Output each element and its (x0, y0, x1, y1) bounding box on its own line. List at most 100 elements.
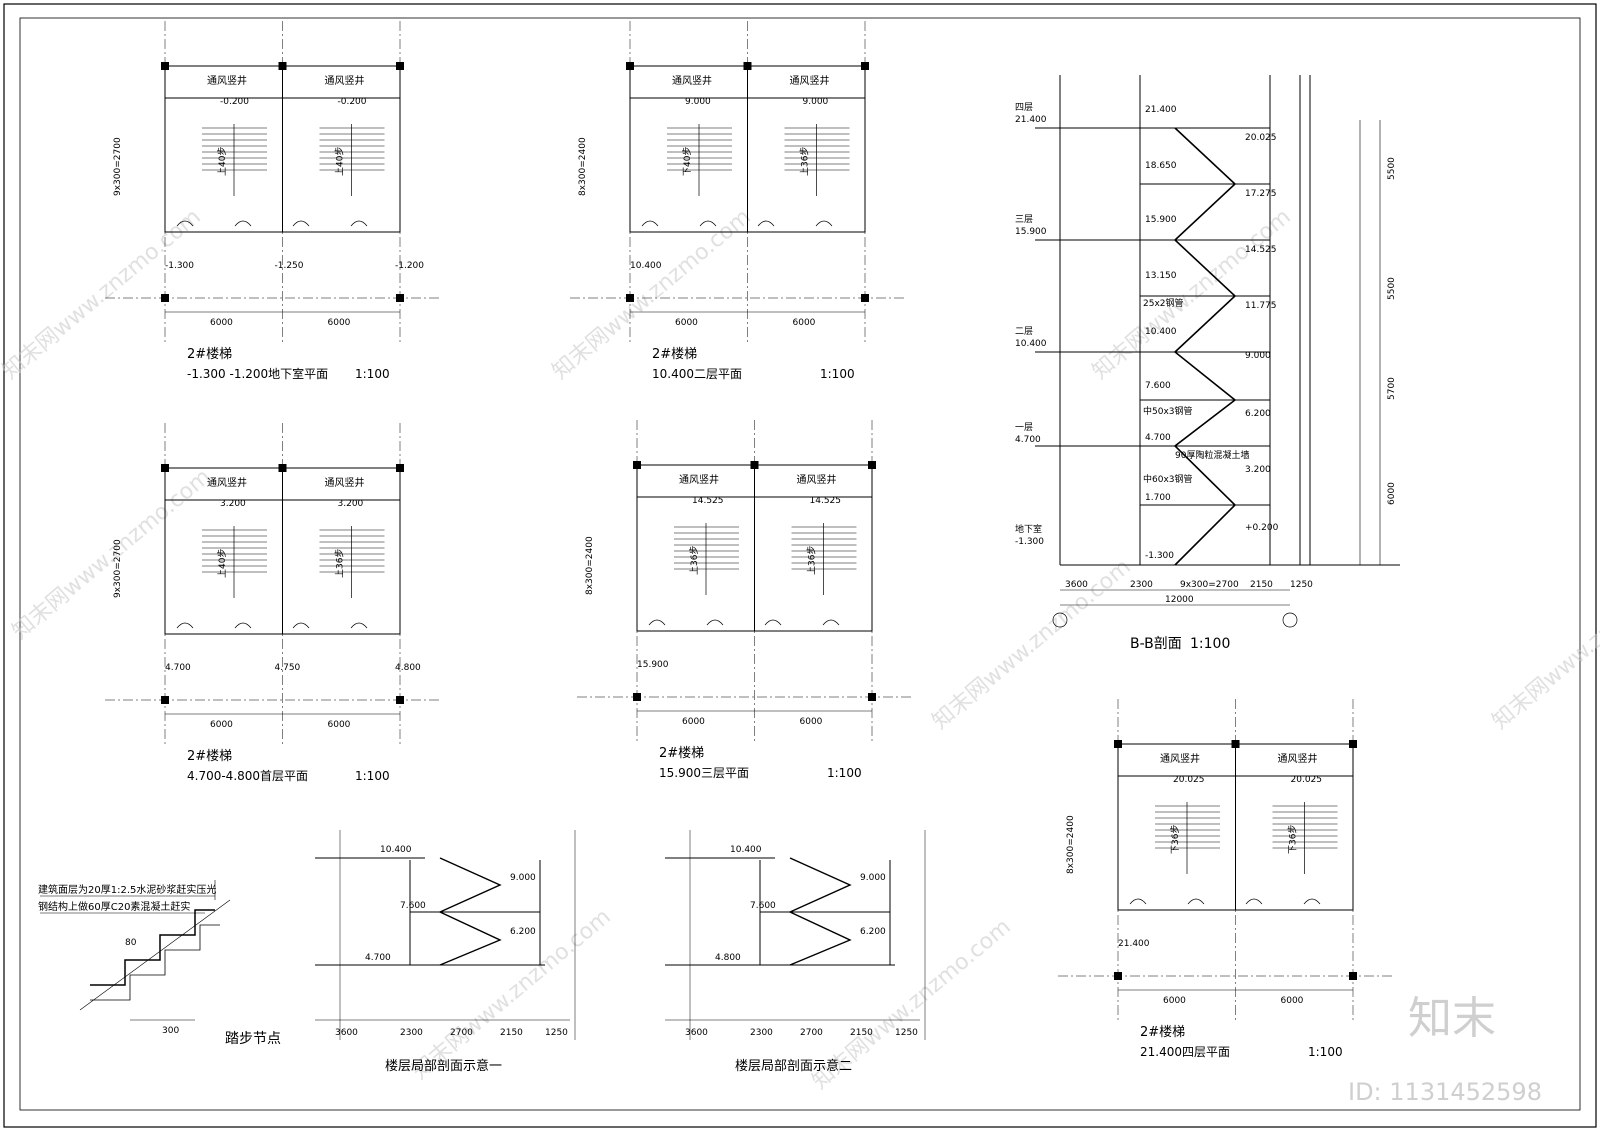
step-note-2: 钢结构上做60厚C20素混凝土赶实 (38, 900, 190, 913)
detail-dimension: 3600 (335, 1028, 358, 1038)
watermark-text: 知末网www.znzmo.com (8, 464, 216, 644)
landing-level-right: 14.525 (810, 496, 842, 506)
section-level: -1.300 (1145, 551, 1174, 561)
landing-level: 20.025 (1245, 133, 1277, 143)
tread-dimension: 9x300=2700 (113, 539, 123, 598)
floor-name: 一层 (1015, 422, 1033, 433)
detail-level: 6.200 (510, 927, 536, 937)
step-note-left: 上36步 (689, 546, 700, 575)
shaft-label-left: 通风竖井 (672, 74, 712, 87)
bay-dimension-right: 6000 (328, 720, 351, 730)
detail-level: 9.000 (860, 873, 886, 883)
plan-title: 2#楼梯 (1140, 1025, 1185, 1040)
detail-dimension: 2700 (800, 1028, 823, 1038)
shaft-label-left: 通风竖井 (207, 74, 247, 87)
floor-level: 15.900 (1015, 227, 1047, 237)
shaft-label-left: 通风竖井 (1160, 752, 1200, 765)
floor-level-left: 15.900 (637, 660, 669, 670)
floor-level: 4.700 (1015, 435, 1041, 445)
detail-level: 10.400 (730, 845, 762, 855)
section-level: 7.600 (1145, 381, 1171, 391)
landing-level-left: 3.200 (220, 499, 246, 509)
tread-dimension: 8x300=2400 (585, 536, 595, 595)
floor-level-right: 4.800 (395, 663, 421, 673)
landing-level: 14.525 (1245, 245, 1277, 255)
landing-level: 6.200 (1245, 409, 1271, 419)
bay-dimension-left: 6000 (1163, 996, 1186, 1006)
floor-name: 二层 (1015, 326, 1033, 337)
bay-dimension-left: 6000 (675, 318, 698, 328)
bay-dimension-right: 6000 (328, 318, 351, 328)
landing-level-right: 3.200 (338, 499, 364, 509)
section-height-dim: 5500 (1387, 157, 1397, 180)
section-level: 4.700 (1145, 433, 1171, 443)
brand-id: ID: 1131452598 (1348, 1078, 1542, 1106)
plan-scale: 1:100 (827, 766, 862, 780)
plan-title: 2#楼梯 (187, 749, 232, 764)
landing-level-left: 14.525 (692, 496, 724, 506)
stair-plans: 通风竖井通风竖井-0.200-0.200上40步上40步9x300=2700-1… (105, 21, 1393, 1059)
detail-level: 7.600 (750, 901, 776, 911)
floor-level-mid: -1.250 (275, 261, 304, 271)
step-note-left: 下36步 (1170, 825, 1181, 854)
shaft-label-left: 通风竖井 (207, 476, 247, 489)
stair-plan-1: 通风竖井通风竖井-0.200-0.200上40步上40步9x300=2700-1… (105, 21, 440, 381)
tread-dimension: 8x300=2400 (1066, 815, 1076, 874)
landing-level-left: 9.000 (685, 97, 711, 107)
landing-level-right: 9.000 (803, 97, 829, 107)
detail-level: 7.600 (400, 901, 426, 911)
step-note-1: 建筑面层为20厚1:2.5水泥砂浆赶实压光 (38, 883, 216, 896)
section-height-dim: 5500 (1387, 277, 1397, 300)
detail-dimension: 2150 (500, 1028, 523, 1038)
tread-dimension: 8x300=2400 (578, 137, 588, 196)
step-note-right: 上36步 (807, 546, 818, 575)
shaft-label-right: 通风竖井 (797, 473, 837, 486)
detail-title: 楼层局部剖面示意一 (385, 1058, 502, 1074)
section-bottom-dim: 2300 (1130, 580, 1153, 590)
bay-dimension-left: 6000 (682, 717, 705, 727)
floor-level-left: -1.300 (165, 261, 194, 271)
plan-scale: 1:100 (355, 769, 390, 783)
floor-level-left: 4.700 (165, 663, 191, 673)
detail-level: 10.400 (380, 845, 412, 855)
plan-subtitle: 4.700-4.800首层平面 (187, 769, 308, 783)
watermark-text: 知末网www.znzmo.com (0, 204, 206, 384)
detail-dimension: 2700 (450, 1028, 473, 1038)
detail-dimension: 1250 (545, 1028, 568, 1038)
step-dim-a: 80 (125, 938, 137, 948)
step-note-right: 上36步 (800, 147, 811, 176)
detail-dimension: 2150 (850, 1028, 873, 1038)
floor-level: 10.400 (1015, 339, 1047, 349)
detail-level: 9.000 (510, 873, 536, 883)
shaft-label-right: 通风竖井 (325, 74, 365, 87)
detail-dimension: 2300 (750, 1028, 773, 1038)
detail-dimension: 3600 (685, 1028, 708, 1038)
floor-level-left: 10.400 (630, 261, 662, 271)
plan-title: 2#楼梯 (652, 347, 697, 362)
detail-dimension: 2300 (400, 1028, 423, 1038)
bay-dimension-left: 6000 (210, 720, 233, 730)
floor-name: 四层 (1015, 102, 1033, 113)
shaft-label-right: 通风竖井 (325, 476, 365, 489)
floor-name: 三层 (1015, 214, 1033, 225)
plan-scale: 1:100 (1308, 1045, 1343, 1059)
shaft-label-left: 通风竖井 (679, 473, 719, 486)
plan-subtitle: -1.300 -1.200地下室平面 (187, 366, 328, 381)
step-note-left: 上40步 (217, 147, 228, 176)
shaft-label-right: 通风竖井 (1278, 752, 1318, 765)
floor-level-mid: 4.750 (275, 663, 301, 673)
step-dim-b: 300 (162, 1026, 179, 1036)
section-total-dim: 12000 (1165, 595, 1194, 605)
section-scale: 1:100 (1190, 636, 1230, 652)
section-note: 中50x3钢管 (1143, 405, 1193, 417)
plan-scale: 1:100 (355, 367, 390, 381)
section-level: 21.400 (1145, 105, 1177, 115)
floor-level: 21.400 (1015, 115, 1047, 125)
bay-dimension-right: 6000 (800, 717, 823, 727)
section-bottom-dim: 3600 (1065, 580, 1088, 590)
